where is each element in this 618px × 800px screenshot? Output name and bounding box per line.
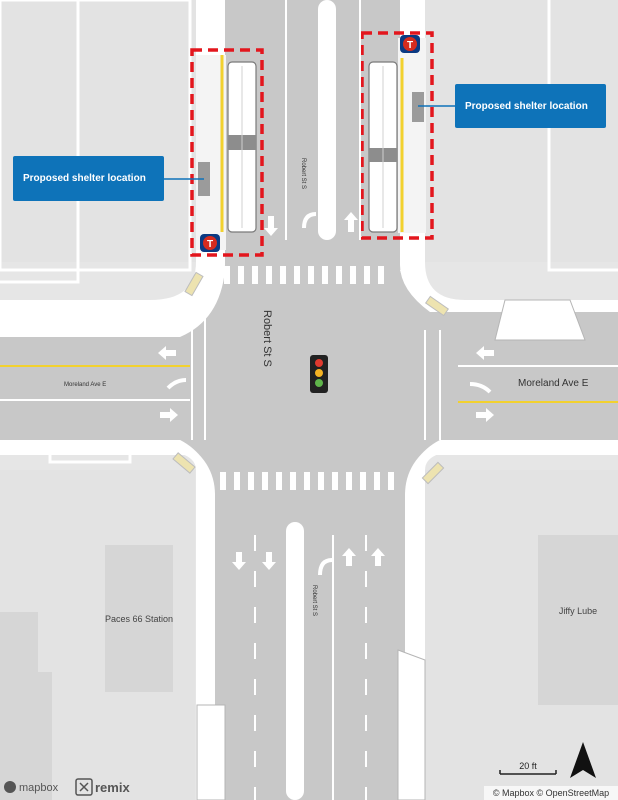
median-south bbox=[286, 522, 304, 800]
poi-label-paces-66: Paces 66 Station bbox=[105, 614, 173, 624]
callout-text-right: Proposed shelter location bbox=[465, 100, 588, 112]
attribution-text: © Mapbox © OpenStreetMap bbox=[492, 788, 610, 798]
transit-logo-icon-west: T bbox=[200, 234, 220, 252]
lane-arrows bbox=[158, 212, 494, 570]
arrow-down-n bbox=[264, 216, 278, 236]
street-label-robert-north: Robert St S bbox=[300, 158, 306, 189]
transit-logo-text-east: T bbox=[407, 40, 413, 51]
building-sw-2 bbox=[0, 672, 52, 800]
arrow-right-w bbox=[160, 408, 178, 422]
mapbox-logo-text: mapbox bbox=[19, 782, 59, 794]
se-plaza bbox=[397, 649, 426, 800]
scale-bar: 20 ft bbox=[499, 761, 557, 775]
arrow-up-n bbox=[344, 212, 358, 232]
median-north bbox=[318, 0, 336, 240]
mapbox-logo: mapbox remix bbox=[4, 778, 130, 796]
transit-logo-icon-east: T bbox=[400, 35, 420, 53]
north-arrow-icon bbox=[570, 742, 596, 778]
curb-ramps bbox=[172, 271, 450, 485]
crosswalk-north bbox=[224, 266, 384, 284]
lot-outline-nw bbox=[0, 0, 80, 284]
arrow-turn-w bbox=[166, 378, 187, 390]
street-label-robert-center: Robert St S bbox=[261, 310, 273, 367]
scale-label: 20 ft bbox=[519, 761, 537, 771]
building-jiffy-lube bbox=[538, 535, 618, 705]
building-outline-nw bbox=[0, 0, 192, 272]
arrow-left-w bbox=[158, 346, 176, 360]
arrow-left-e bbox=[476, 346, 494, 360]
shelter-marker-east bbox=[412, 92, 424, 122]
arrow-up-s2 bbox=[371, 548, 385, 566]
poi-label-jiffy-lube: Jiffy Lube bbox=[559, 606, 597, 616]
arrow-right-e bbox=[476, 408, 494, 422]
arrow-down-s1 bbox=[232, 552, 246, 570]
turn-arrows bbox=[166, 212, 492, 576]
curb-nw bbox=[0, 270, 225, 337]
block-northeast bbox=[425, 0, 618, 262]
arrow-down-s2 bbox=[262, 552, 276, 570]
highlight-box-east bbox=[360, 31, 434, 240]
street-label-moreland-west: Moreland Ave E bbox=[64, 382, 106, 388]
bus-northbound bbox=[368, 61, 398, 233]
sw-plaza bbox=[196, 704, 226, 800]
remix-logo-text: remix bbox=[95, 780, 130, 795]
arrow-turn-n bbox=[302, 212, 317, 229]
callout-proposed-shelter-left: Proposed shelter location bbox=[13, 156, 164, 201]
callout-proposed-shelter-right: Proposed shelter location bbox=[455, 84, 606, 128]
transit-logo-text-west: T bbox=[207, 239, 213, 250]
attribution[interactable]: © Mapbox © OpenStreetMap bbox=[484, 786, 618, 800]
ne-plaza bbox=[494, 299, 586, 341]
arrow-turn-e bbox=[469, 382, 492, 394]
crosswalk-south bbox=[220, 472, 394, 490]
traffic-light-icon bbox=[310, 355, 328, 393]
bus-southbound bbox=[227, 61, 257, 233]
callout-text-left: Proposed shelter location bbox=[23, 173, 146, 184]
arrow-turn-s bbox=[318, 558, 333, 576]
building-paces-66 bbox=[105, 545, 173, 692]
block-northwest bbox=[0, 0, 196, 262]
street-label-robert-south: Robert St S bbox=[311, 585, 317, 616]
street-label-moreland-east: Moreland Ave E bbox=[518, 378, 589, 389]
highlight-box-west bbox=[190, 48, 264, 257]
arrow-up-s bbox=[342, 548, 356, 566]
